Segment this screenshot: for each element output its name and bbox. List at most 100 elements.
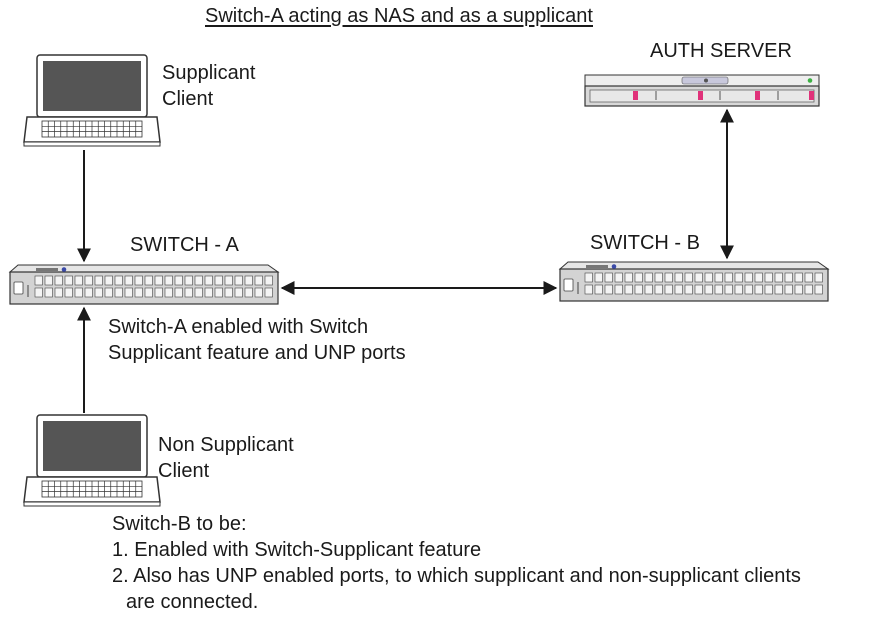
switch-port	[124, 275, 133, 286]
switch-port	[634, 272, 643, 283]
switch-port	[214, 287, 223, 298]
switch-port	[64, 275, 73, 286]
switch-port	[254, 275, 263, 286]
switch-port	[694, 284, 703, 295]
switch-port	[684, 272, 693, 283]
switch-a-label: SWITCH - A	[130, 234, 239, 256]
switch-port	[594, 272, 603, 283]
auth-server-icon	[584, 74, 820, 107]
switch-port	[84, 275, 93, 286]
switch-port	[604, 284, 613, 295]
switch-port	[644, 272, 653, 283]
switch-port	[754, 284, 763, 295]
notes-item-1: 1. Enabled with Switch-Supplicant featur…	[112, 539, 482, 561]
switch-port	[704, 284, 713, 295]
switch-port	[94, 275, 103, 286]
supplicant-client-label-line2: Client	[162, 88, 214, 110]
switch-port	[74, 275, 83, 286]
switch-port	[614, 284, 623, 295]
switch-port	[134, 275, 143, 286]
switch-port	[724, 284, 733, 295]
notes-heading: Switch-B to be:	[112, 513, 247, 535]
switch-port	[784, 272, 793, 283]
switch-port	[224, 275, 233, 286]
non-supplicant-laptop-icon	[23, 414, 161, 507]
switch-port	[194, 275, 203, 286]
switch-port	[174, 275, 183, 286]
switch-port	[44, 287, 53, 298]
auth-server-label: AUTH SERVER	[650, 40, 792, 62]
switch-port	[704, 272, 713, 283]
switch-port	[714, 284, 723, 295]
switch-port	[34, 287, 43, 298]
switch-port	[784, 284, 793, 295]
switch-port	[584, 284, 593, 295]
switch-port	[714, 272, 723, 283]
non-supplicant-client-label-line1: Non Supplicant	[158, 434, 294, 456]
diagram-title: Switch-A acting as NAS and as a supplica…	[205, 5, 593, 27]
switch-a-description: Switch-A enabled with Switch Supplicant …	[108, 314, 406, 366]
switch-port	[614, 272, 623, 283]
switch-port	[64, 287, 73, 298]
switch-port	[44, 275, 53, 286]
non-supplicant-client-label-line2: Client	[158, 460, 210, 482]
switch-a-description-line1: Switch-A enabled with Switch	[108, 316, 369, 338]
switch-port	[144, 275, 153, 286]
switch-port	[794, 272, 803, 283]
switch-port	[694, 272, 703, 283]
switch-port	[654, 284, 663, 295]
switch-port	[654, 272, 663, 283]
switch-port	[764, 284, 773, 295]
switch-port	[94, 287, 103, 298]
switch-port	[734, 272, 743, 283]
switch-port	[624, 272, 633, 283]
switch-port	[184, 287, 193, 298]
switch-port	[134, 287, 143, 298]
switch-port	[164, 275, 173, 286]
switch-port	[594, 284, 603, 295]
switch-port	[674, 284, 683, 295]
switch-port	[234, 275, 243, 286]
switch-b-label: SWITCH - B	[590, 232, 700, 254]
switch-b-requirements-notes: Switch-B to be: 1. Enabled with Switch-S…	[112, 511, 801, 615]
non-supplicant-client-label: Non Supplicant Client	[158, 432, 294, 484]
switch-port	[204, 275, 213, 286]
supplicant-client-label-line1: Supplicant	[162, 62, 256, 84]
switch-port	[734, 284, 743, 295]
switch-port	[664, 284, 673, 295]
switch-port	[244, 275, 253, 286]
switch-port	[84, 287, 93, 298]
switch-port	[114, 287, 123, 298]
switch-port	[814, 272, 823, 283]
switch-port	[744, 284, 753, 295]
switch-port	[264, 275, 273, 286]
supplicant-client-label: Supplicant Client	[162, 60, 255, 112]
switch-port	[124, 287, 133, 298]
switch-port	[684, 284, 693, 295]
switch-port	[194, 287, 203, 298]
switch-port	[804, 272, 813, 283]
switch-port	[754, 272, 763, 283]
switch-port	[104, 275, 113, 286]
switch-port	[154, 287, 163, 298]
switch-a-description-line2: Supplicant feature and UNP ports	[108, 342, 406, 364]
switch-a-icon	[8, 264, 280, 305]
notes-item-2-line1: 2. Also has UNP enabled ports, to which …	[112, 565, 801, 587]
switch-port	[174, 287, 183, 298]
supplicant-laptop-icon	[23, 54, 161, 147]
switch-port	[34, 275, 43, 286]
switch-port	[54, 287, 63, 298]
switch-port	[644, 284, 653, 295]
switch-port	[144, 287, 153, 298]
switch-b-icon	[558, 261, 830, 302]
switch-port	[184, 275, 193, 286]
switch-port	[764, 272, 773, 283]
switch-port	[154, 275, 163, 286]
switch-port	[664, 272, 673, 283]
switch-port	[224, 287, 233, 298]
switch-port	[624, 284, 633, 295]
switch-port	[814, 284, 823, 295]
switch-port	[164, 287, 173, 298]
switch-port	[234, 287, 243, 298]
